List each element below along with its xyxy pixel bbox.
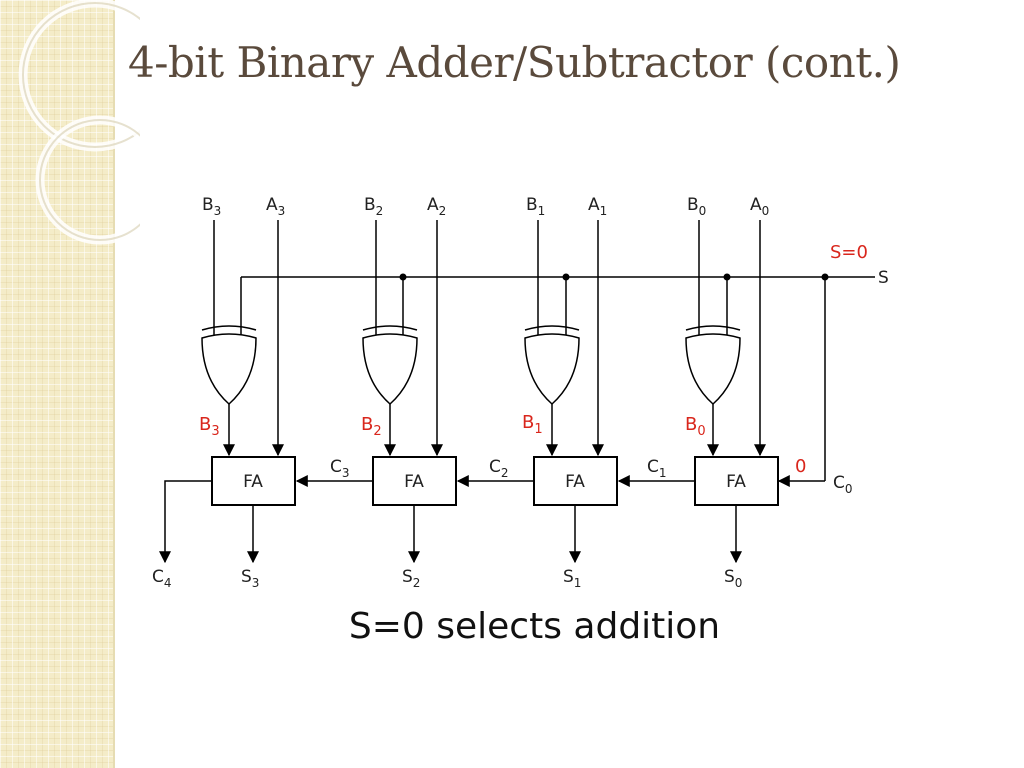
input-label-a1: A1 bbox=[588, 195, 607, 218]
select-value-label: S=0 bbox=[830, 242, 868, 263]
xor-output-label-0: B0 bbox=[685, 414, 706, 439]
xor-output-label-1: B1 bbox=[522, 412, 543, 437]
select-branch-wires bbox=[240, 277, 826, 487]
sum-label-s3: S3 bbox=[241, 567, 259, 590]
carry-wires bbox=[159, 475, 695, 564]
carry-label-c1: C1 bbox=[647, 457, 667, 480]
carry-out-label: C4 bbox=[152, 567, 172, 590]
input-label-b2: B2 bbox=[364, 195, 383, 218]
full-adder-1-label: FA bbox=[565, 472, 585, 492]
xor-output-label-3: B3 bbox=[199, 414, 220, 439]
full-adder-2-label: FA bbox=[404, 472, 424, 492]
xor-output-label-2: B2 bbox=[361, 414, 382, 439]
full-adder-0-label: FA bbox=[726, 472, 746, 492]
sum-output-wires bbox=[247, 505, 742, 564]
b-input-wires bbox=[213, 220, 700, 336]
full-adder-3: FA bbox=[211, 456, 296, 506]
carry-in-value: 0 bbox=[795, 456, 806, 477]
xor-gate-2 bbox=[362, 325, 418, 406]
decorative-side-panel bbox=[0, 0, 115, 768]
decorative-rings bbox=[18, 0, 140, 245]
select-label: S bbox=[878, 268, 889, 288]
select-junction-dots bbox=[399, 273, 829, 281]
xor-gate-0 bbox=[685, 325, 741, 406]
full-adder-1: FA bbox=[533, 456, 618, 506]
input-label-a0: A0 bbox=[750, 195, 769, 218]
carry-label-c3: C3 bbox=[330, 457, 350, 480]
a-input-wires bbox=[272, 220, 766, 457]
sum-label-s2: S2 bbox=[402, 567, 420, 590]
sum-label-s1: S1 bbox=[563, 567, 581, 590]
sum-label-s0: S0 bbox=[724, 567, 742, 590]
full-adder-2: FA bbox=[372, 456, 457, 506]
slide-caption: S=0 selects addition bbox=[348, 606, 721, 647]
carry-label-c2: C2 bbox=[489, 457, 509, 480]
full-adder-3-label: FA bbox=[243, 472, 263, 492]
xor-output-wires bbox=[223, 404, 719, 457]
xor-gate-1 bbox=[524, 325, 580, 406]
input-label-a2: A2 bbox=[427, 195, 446, 218]
input-label-b3: B3 bbox=[202, 195, 221, 218]
full-adder-0: FA bbox=[694, 456, 779, 506]
input-label-b1: B1 bbox=[526, 195, 545, 218]
input-label-b0: B0 bbox=[687, 195, 706, 218]
slide-title: 4-bit Binary Adder/Subtractor (cont.) bbox=[128, 38, 901, 87]
input-label-a3: A3 bbox=[266, 195, 285, 218]
carry-in-label: C0 bbox=[833, 473, 853, 496]
xor-gate-3 bbox=[201, 325, 257, 406]
